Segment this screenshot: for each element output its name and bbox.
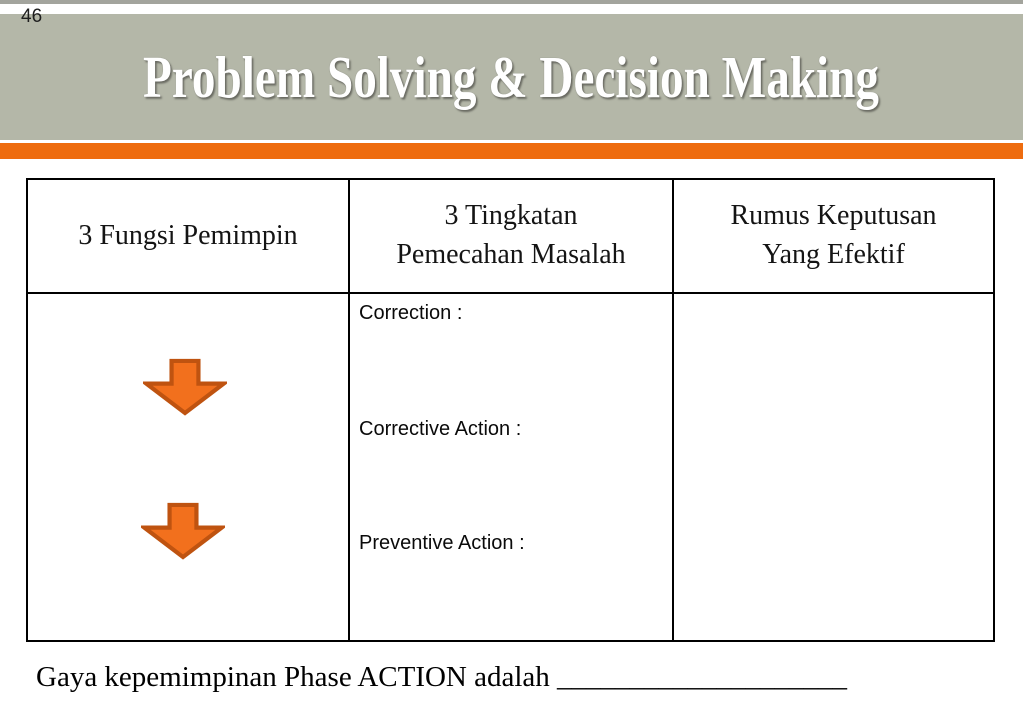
- tingkatan-cell: Correction : Corrective Action : Prevent…: [348, 292, 674, 642]
- slide-page-number: 46: [21, 6, 43, 27]
- down-arrow-icon: [141, 502, 225, 560]
- table-header-row: 3 Fungsi Pemimpin 3 Tingkatan Pemecahan …: [26, 178, 995, 294]
- rumus-cell: [672, 292, 995, 642]
- content-table: 3 Fungsi Pemimpin 3 Tingkatan Pemecahan …: [26, 178, 995, 642]
- down-arrow-icon: [143, 358, 227, 416]
- tingkatan-item-correction: Correction :: [359, 302, 463, 324]
- slide-title: Problem Solving & Decision Making: [143, 43, 880, 110]
- accent-bar: [0, 143, 1023, 159]
- footer-fill-in-text: Gaya kepemimpinan Phase ACTION adalah __…: [36, 661, 848, 693]
- tingkatan-item-preventive-action: Preventive Action :: [359, 532, 525, 554]
- header-cell-fungsi: 3 Fungsi Pemimpin: [26, 178, 350, 294]
- tingkatan-item-corrective-action: Corrective Action :: [359, 418, 522, 440]
- title-banner: Problem Solving & Decision Making: [0, 14, 1023, 140]
- fungsi-cell: [26, 292, 350, 642]
- top-edge-strip: [0, 0, 1023, 4]
- table-body-row: Correction : Corrective Action : Prevent…: [26, 292, 995, 642]
- header-cell-rumus: Rumus Keputusan Yang Efektif: [672, 178, 995, 294]
- header-cell-tingkatan: 3 Tingkatan Pemecahan Masalah: [348, 178, 674, 294]
